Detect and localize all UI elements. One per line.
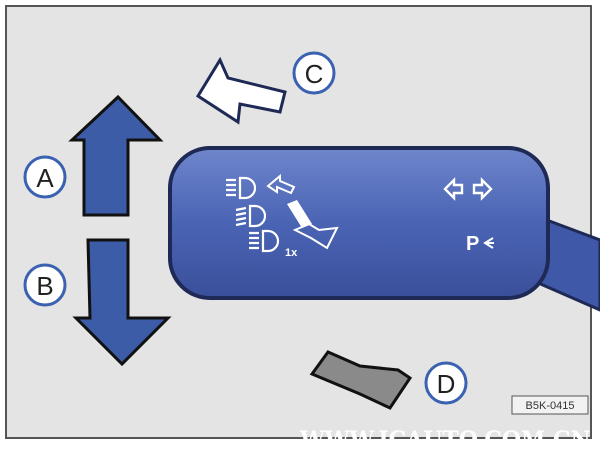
figure-code-box	[511, 395, 589, 415]
label-c: C	[292, 51, 336, 95]
arrow-c-toward-driver	[195, 56, 287, 125]
svg-text:A: A	[36, 163, 54, 193]
low-beam-icon	[235, 204, 267, 228]
flash-count-label: 1x	[285, 247, 298, 259]
beam-path-bar	[287, 200, 312, 228]
parking-light-label: P	[466, 233, 479, 255]
lever-head	[168, 146, 550, 300]
svg-text:C: C	[305, 59, 324, 89]
arrow-down-b	[72, 238, 172, 367]
watermark: WWW.ICAUTO.COM.CN	[299, 427, 591, 449]
figure-code: B5K-0415	[526, 400, 575, 412]
label-a: A	[23, 155, 67, 199]
arrow-d-away	[309, 350, 413, 410]
headlight-icons	[226, 176, 280, 253]
label-d: D	[424, 361, 468, 405]
main-beam-icon	[226, 176, 257, 200]
svg-text:D: D	[437, 369, 456, 399]
beam-down-arrow-icon	[292, 222, 339, 250]
parking-light-icon	[483, 237, 494, 249]
arrow-up-a	[68, 94, 164, 217]
svg-text:B: B	[36, 271, 53, 301]
beam-up-arrow-icon	[266, 173, 296, 195]
label-b: B	[23, 263, 67, 307]
flash-beam-icon	[249, 229, 280, 253]
turn-signal-icon	[443, 177, 493, 201]
